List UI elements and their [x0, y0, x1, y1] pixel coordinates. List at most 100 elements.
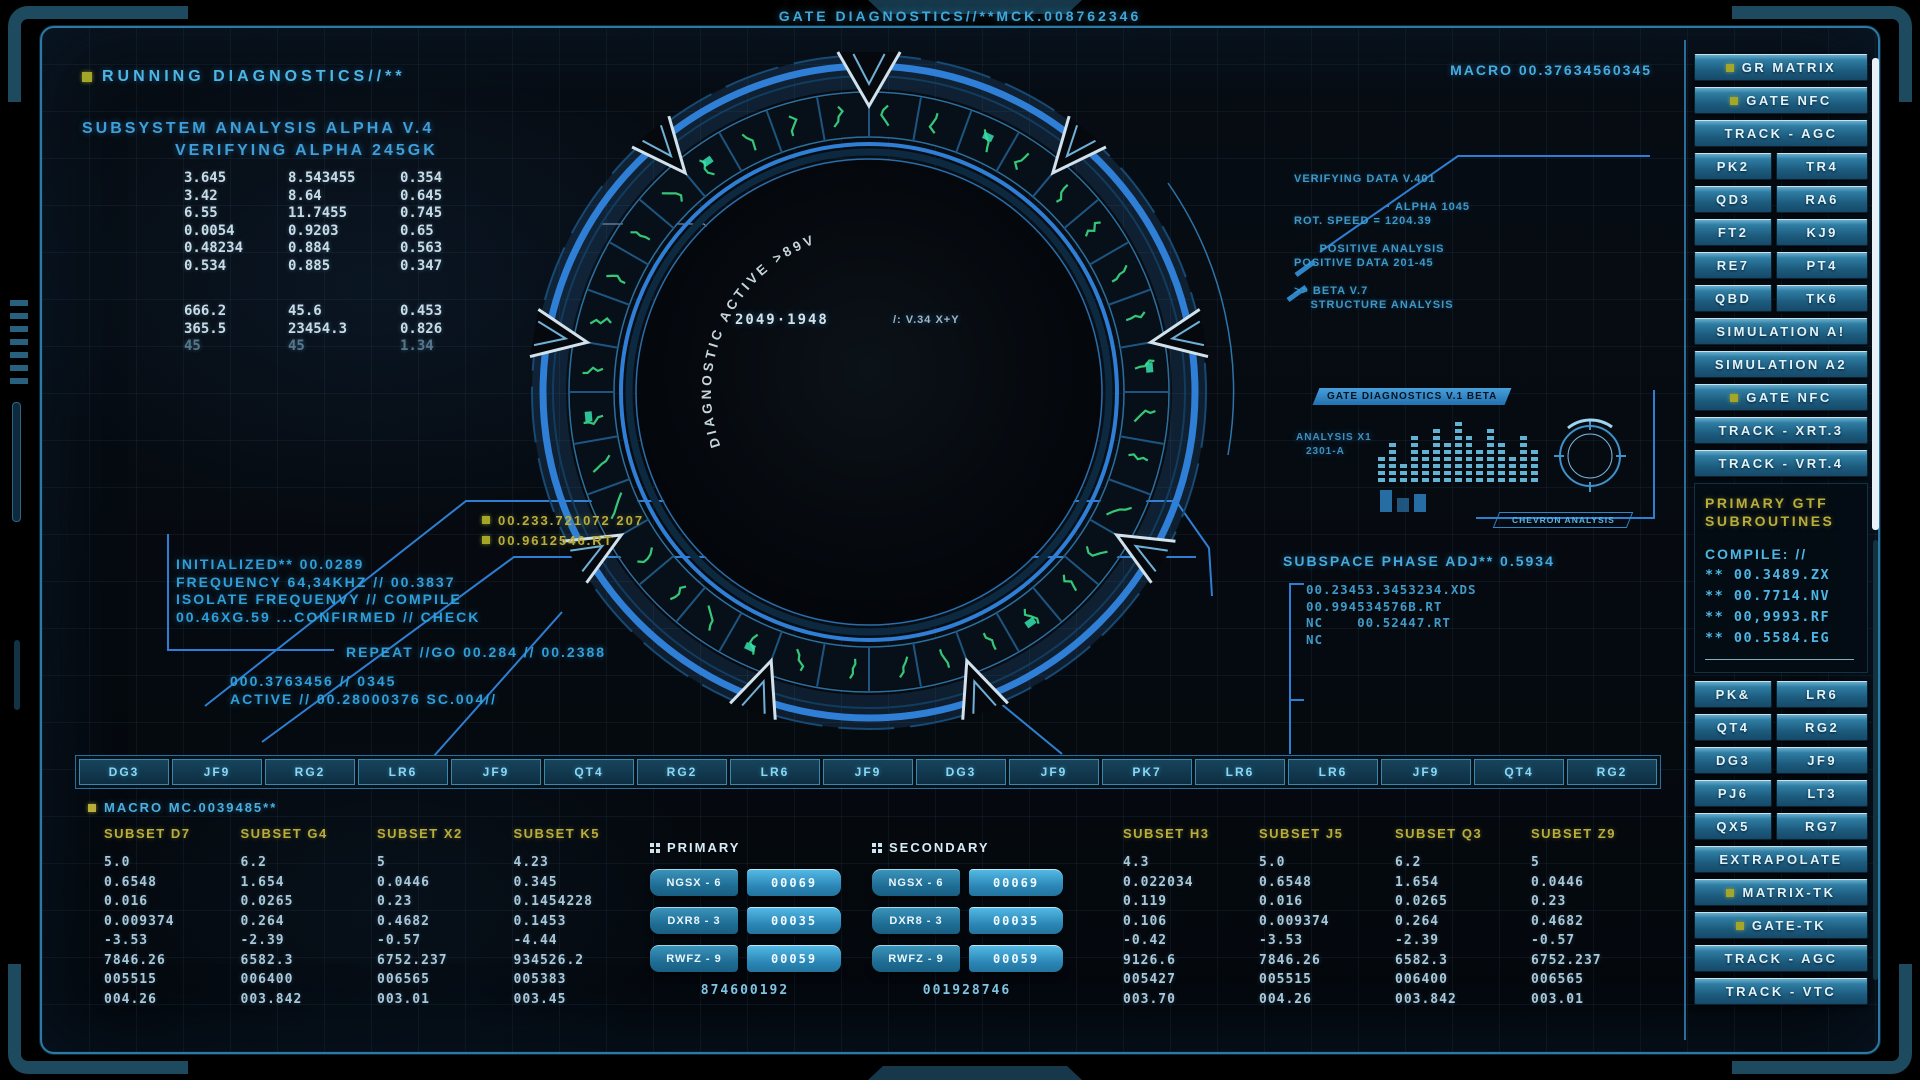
- sidebar-led-button[interactable]: GATE NFC: [1694, 87, 1868, 114]
- sidebar-button[interactable]: TRACK - VTC: [1694, 978, 1868, 1005]
- sidebar-pair-button-right[interactable]: TR4: [1776, 153, 1868, 180]
- channel-code-chip[interactable]: DXR8 - 3: [872, 907, 960, 934]
- subset-value: -2.39: [1395, 933, 1440, 948]
- nav-button[interactable]: DG3: [916, 759, 1006, 785]
- sidebar-row: FT2 KJ9: [1694, 219, 1868, 252]
- sidebar-pair-button-left[interactable]: PJ6: [1694, 780, 1773, 807]
- nav-button[interactable]: LR6: [1288, 759, 1378, 785]
- sidebar-led-button[interactable]: MATRIX-TK: [1694, 879, 1868, 906]
- sidebar-pair-button-left[interactable]: FT2: [1694, 219, 1773, 246]
- nav-button[interactable]: QT4: [1474, 759, 1564, 785]
- primary-channel-block: PRIMARY NGSX - 6 00069 DXR8 - 3 00035 RW…: [650, 840, 850, 998]
- sidebar-button[interactable]: TRACK - VRT.4: [1694, 450, 1868, 477]
- sidebar-pair-button-right[interactable]: PT4: [1776, 252, 1868, 279]
- sidebar-button[interactable]: TRACK - XRT.3: [1694, 417, 1868, 444]
- grid-dots-icon: [650, 842, 654, 847]
- init-line: ISOLATE FREQUENVY // COMPILE: [176, 591, 462, 607]
- nav-button[interactable]: JF9: [1381, 759, 1471, 785]
- sidebar-pair-button-left[interactable]: QD3: [1694, 186, 1773, 213]
- secondary-header: SECONDARY: [872, 840, 1072, 855]
- sidebar-pair-button-right[interactable]: TK6: [1776, 285, 1868, 312]
- subset-value: 6752.237: [377, 952, 448, 968]
- subset-value: 003.842: [1395, 991, 1457, 1007]
- subset-value: -0.57: [1531, 933, 1576, 948]
- tag-line: 00.9612546.RT: [482, 530, 644, 550]
- scrollbar-track[interactable]: [1873, 540, 1878, 980]
- nav-button[interactable]: LR6: [358, 759, 448, 785]
- channel-value-chip[interactable]: 00035: [747, 907, 841, 934]
- nav-button[interactable]: DG3: [79, 759, 169, 785]
- channel-code-chip[interactable]: DXR8 - 3: [650, 907, 738, 934]
- sidebar-pair-button-right[interactable]: KJ9: [1776, 219, 1868, 246]
- sidebar-button[interactable]: TRACK - AGC: [1694, 120, 1868, 147]
- sidebar-button[interactable]: SIMULATION A!: [1694, 318, 1868, 345]
- channel-value-chip[interactable]: 00059: [969, 945, 1063, 972]
- compile-label: COMPILE: //: [1705, 546, 1808, 562]
- sidebar-row: RE7 PT4: [1694, 252, 1868, 285]
- subset-value: 7846.26: [104, 952, 166, 968]
- subset-value: 0.0265: [1395, 894, 1448, 909]
- nav-button[interactable]: JF9: [823, 759, 913, 785]
- nav-button[interactable]: RG2: [1567, 759, 1657, 785]
- channel-code-chip[interactable]: NGSX - 6: [650, 869, 738, 896]
- sidebar-button[interactable]: SIMULATION A2: [1694, 351, 1868, 378]
- led-icon: [1730, 393, 1739, 402]
- nav-button[interactable]: PK7: [1102, 759, 1192, 785]
- sidebar-pair-button-right[interactable]: JF9: [1776, 747, 1868, 774]
- channel-value-chip[interactable]: 00035: [969, 907, 1063, 934]
- sidebar-row: SIMULATION A2: [1694, 351, 1868, 378]
- nav-button[interactable]: LR6: [1195, 759, 1285, 785]
- sidebar-pair-button-right[interactable]: RG2: [1776, 714, 1868, 741]
- subset-value: 1.654: [1395, 874, 1440, 890]
- primary-total: 874600192: [700, 983, 790, 998]
- compile-code: ** 00,9993.RF: [1705, 609, 1831, 625]
- sidebar: GR MATRIX GATE NFC: [1684, 40, 1874, 1040]
- channel-value-chip[interactable]: 00069: [747, 869, 841, 896]
- subset-value: -0.42: [1123, 933, 1168, 948]
- nav-button[interactable]: RG2: [265, 759, 355, 785]
- channel-code-chip[interactable]: RWFZ - 9: [872, 945, 960, 972]
- sidebar-pair-button-left[interactable]: QX5: [1694, 813, 1773, 840]
- channel-code-chip[interactable]: RWFZ - 9: [650, 945, 738, 972]
- nav-button[interactable]: RG2: [637, 759, 727, 785]
- channel-value-chip[interactable]: 00059: [747, 945, 841, 972]
- subset-header: SUBSET H3: [1123, 826, 1210, 841]
- sidebar-pair-button-right[interactable]: LR6: [1776, 681, 1868, 708]
- sidebar-row: GATE NFC: [1694, 87, 1868, 114]
- subset-value: 0.23: [1531, 894, 1567, 909]
- tab-chevron-analysis[interactable]: CHEVRON ANALYSIS: [1492, 512, 1634, 528]
- sidebar-led-button[interactable]: GATE-TK: [1694, 912, 1868, 939]
- sidebar-row: TRACK - AGC: [1694, 120, 1868, 147]
- nav-button[interactable]: QT4: [544, 759, 634, 785]
- sidebar-pair-button-left[interactable]: RE7: [1694, 252, 1773, 279]
- subset-value: -3.53: [104, 933, 149, 948]
- sidebar-led-button[interactable]: GR MATRIX: [1694, 54, 1868, 81]
- sidebar-pair-button-left[interactable]: PK2: [1694, 153, 1773, 180]
- sidebar-led-button[interactable]: GATE NFC: [1694, 384, 1868, 411]
- nav-button[interactable]: JF9: [172, 759, 262, 785]
- sidebar-pair-button-right[interactable]: RA6: [1776, 186, 1868, 213]
- channel-value-chip[interactable]: 00069: [969, 869, 1063, 896]
- sidebar-pair-button-left[interactable]: QBD: [1694, 285, 1773, 312]
- sidebar-pair-button-left[interactable]: QT4: [1694, 714, 1773, 741]
- sidebar-pair-button-right[interactable]: LT3: [1776, 780, 1868, 807]
- scrollbar-thumb[interactable]: [1872, 58, 1879, 530]
- analysis-code: 2301-A: [1306, 446, 1345, 457]
- primary-header: PRIMARY: [650, 840, 850, 855]
- sidebar-row: QT4 RG2: [1694, 714, 1868, 747]
- nav-button[interactable]: JF9: [451, 759, 541, 785]
- sidebar-pair-button-left[interactable]: PK&: [1694, 681, 1773, 708]
- sidebar-button[interactable]: TRACK - AGC: [1694, 945, 1868, 972]
- tab-gate-diagnostics[interactable]: GATE DIAGNOSTICS V.1 BETA: [1312, 388, 1512, 405]
- channel-code-chip[interactable]: NGSX - 6: [872, 869, 960, 896]
- nav-button[interactable]: JF9: [1009, 759, 1099, 785]
- sidebar-pair-button-left[interactable]: DG3: [1694, 747, 1773, 774]
- nav-button[interactable]: LR6: [730, 759, 820, 785]
- sidebar-pair-button-right[interactable]: RG7: [1776, 813, 1868, 840]
- subset-value: 0.009374: [1259, 913, 1330, 929]
- sidebar-button[interactable]: EXTRAPOLATE: [1694, 846, 1868, 873]
- secondary-channel-block: SECONDARY NGSX - 6 00069 DXR8 - 3 00035 …: [872, 840, 1072, 998]
- subset-value: 003.45: [513, 991, 567, 1007]
